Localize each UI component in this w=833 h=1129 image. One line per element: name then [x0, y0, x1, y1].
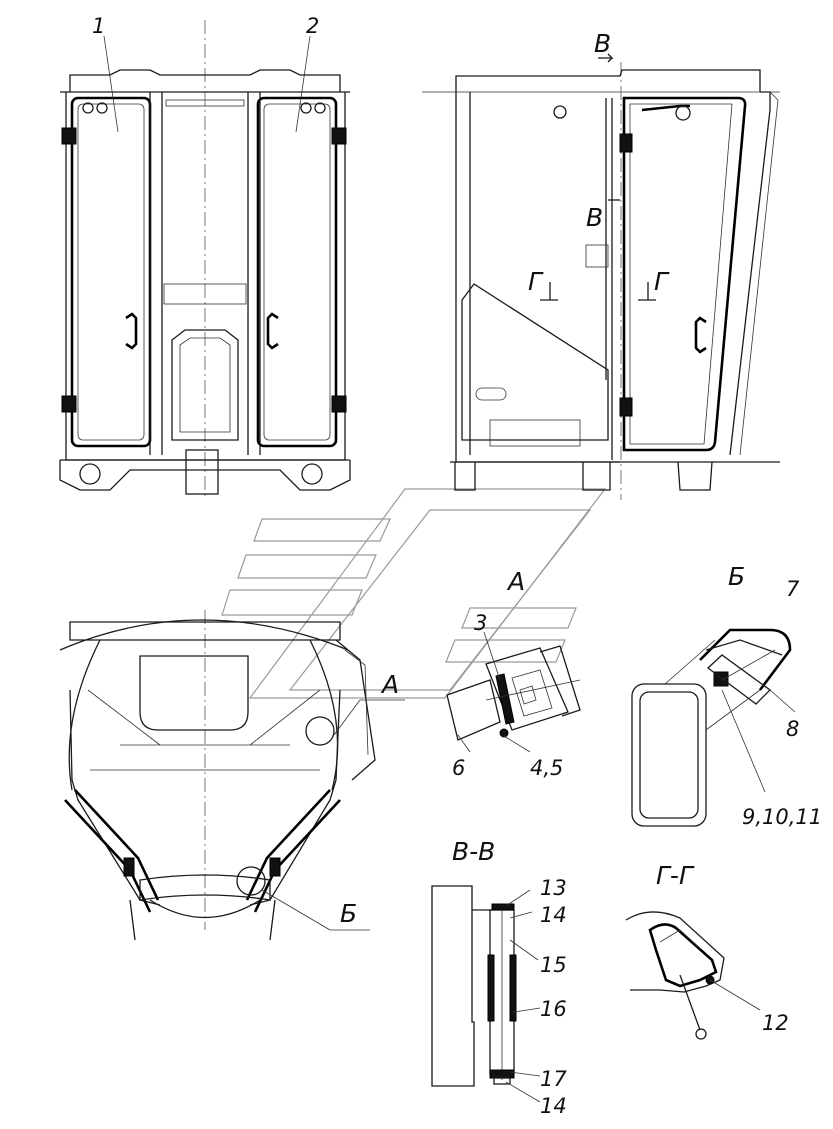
- callout-6: 6: [452, 756, 465, 780]
- left-door: [61, 96, 152, 448]
- callout-13: 13: [540, 876, 567, 900]
- cut-marker-v-mid: В: [586, 203, 603, 232]
- side-view: [422, 53, 780, 500]
- callout-1: 1: [92, 14, 105, 38]
- side-door: [619, 96, 747, 452]
- callout-9-10-11: 9,10,11: [742, 805, 822, 829]
- callout-16: 16: [540, 997, 567, 1021]
- section-title-vv: В-В: [452, 837, 495, 866]
- callout-15: 15: [540, 953, 567, 977]
- callout-2: 2: [306, 14, 319, 38]
- detail-b: [631, 628, 796, 827]
- view-label-b: Б: [728, 562, 745, 591]
- callout-14-top: 14: [540, 903, 567, 927]
- detail-a: [446, 631, 581, 753]
- cut-marker-v-top: В: [594, 29, 611, 58]
- callout-4-5: 4,5: [530, 756, 563, 780]
- callout-7: 7: [786, 577, 800, 601]
- view-label-a: А: [506, 567, 525, 596]
- watermark-logo: [221, 488, 607, 699]
- cut-marker-g-right: Г: [654, 267, 670, 296]
- right-door: [256, 96, 347, 448]
- view-marker-a: А: [380, 670, 399, 699]
- cut-marker-g-left: Г: [528, 267, 544, 296]
- view-marker-b: Б: [340, 899, 357, 928]
- callout-labels: 1 2 3 4,5 6 7 8 9,10,11 12 13 14 15 16 1…: [92, 14, 822, 1118]
- section-gg: [625, 911, 761, 1040]
- callout-3: 3: [474, 611, 487, 635]
- section-vv: [431, 885, 541, 1103]
- callout-14-bottom: 14: [540, 1094, 567, 1118]
- front-view: [59, 20, 351, 500]
- callout-17: 17: [540, 1067, 567, 1091]
- callout-12: 12: [762, 1011, 789, 1035]
- callout-8: 8: [786, 717, 799, 741]
- plan-view: [59, 610, 405, 941]
- section-title-gg: Г-Г: [656, 861, 695, 890]
